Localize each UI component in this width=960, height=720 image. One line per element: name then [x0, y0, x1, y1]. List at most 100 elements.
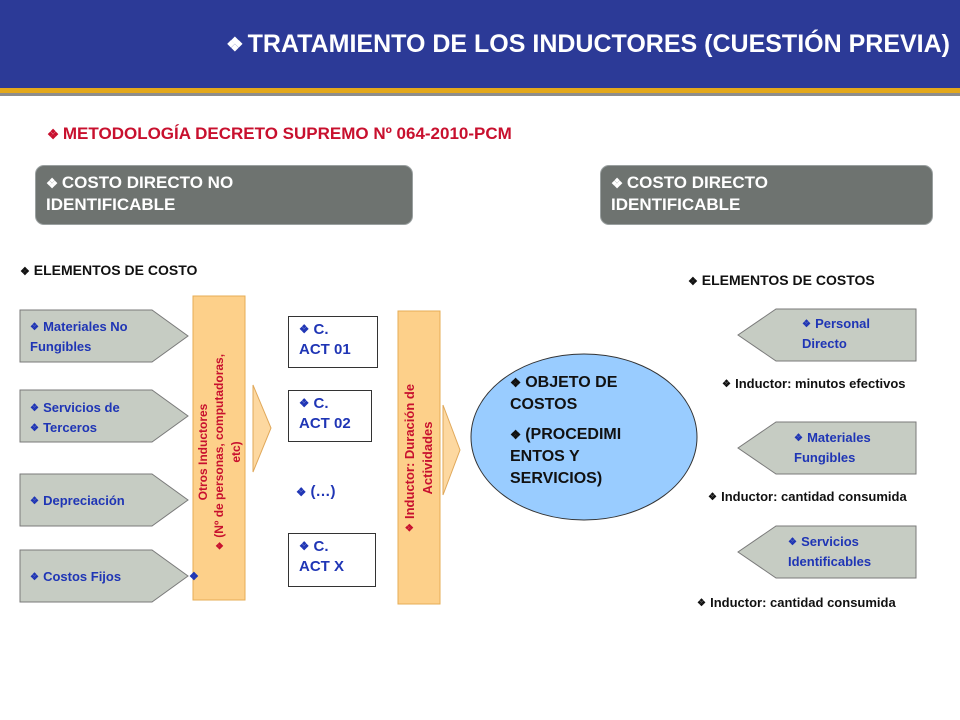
activity-2-line2: ACT 02: [299, 415, 351, 433]
activity-1-line2: ACT 01: [299, 341, 351, 359]
diamond-bullet-icon: ❖: [788, 537, 798, 549]
activity-act01-box: ❖C. ACT 01: [288, 316, 378, 368]
diamond-bullet-icon: ❖: [296, 486, 307, 500]
right-item-2-line1: Materiales: [807, 430, 871, 445]
cost-right-line2: IDENTIFICABLE: [611, 195, 741, 215]
diamond-bullet-icon: ❖: [299, 323, 310, 337]
inductor-minutos-efectivos: ❖Inductor: minutos efectivos: [722, 376, 906, 391]
diamond-bullet-icon: ❖: [802, 319, 812, 331]
diamond-bullet-icon: ❖: [708, 492, 718, 504]
right-item-personal-directo: ❖Personal Directo: [802, 314, 870, 353]
left-section-title-text: ELEMENTOS DE COSTO: [33, 262, 198, 278]
diamond-bullet-icon: ❖: [30, 423, 40, 435]
right-inductor-1: Inductor: minutos efectivos: [735, 376, 906, 391]
right-item-1-line2: Directo: [802, 336, 847, 352]
left-cost-shape-3: [19, 473, 189, 527]
otros-inductores-text: Otros Inductores ❖(Nº de personas, compu…: [195, 302, 243, 602]
diamond-bullet-icon: ❖: [20, 265, 30, 278]
diamond-bullet-icon: ❖: [299, 397, 310, 411]
objeto-line3: (PROCEDIMI: [525, 426, 622, 444]
left-item-costos-fijos: ❖Costos Fijos: [30, 567, 121, 587]
left-item-depreciacion: ❖Depreciación: [30, 491, 125, 511]
objeto-line1: OBJETO DE: [525, 374, 618, 392]
header-accent-stripe: [0, 88, 960, 93]
right-item-3-line1: Servicios: [801, 534, 859, 549]
inductor-cantidad-consumida-1: ❖Inductor: cantidad consumida: [708, 489, 907, 504]
right-cost-shape-2: [737, 421, 917, 475]
subtitle-text: METODOLOGÍA DECRETO SUPREMO Nº 064-2010-…: [62, 124, 512, 143]
inductor-duracion-line2: Actividades: [420, 421, 436, 495]
diamond-bullet-icon: ❖: [299, 540, 310, 554]
activity-actx-box: ❖C. ACT X: [288, 533, 376, 587]
left-item-servicios-terceros: ❖Servicios de ❖Terceros: [30, 398, 120, 438]
objeto-costos-text: ❖OBJETO DE COSTOS ❖(PROCEDIMI ENTOS Y SE…: [510, 372, 680, 490]
objeto-line4: ENTOS Y: [510, 448, 580, 466]
left-cost-shape-1: [19, 309, 189, 363]
diamond-bullet-icon: ❖: [30, 496, 40, 508]
flow-arrow-1: [252, 384, 272, 473]
flow-arrow-2: [442, 404, 461, 496]
right-inductor-2: Inductor: cantidad consumida: [721, 489, 907, 504]
inductor-cantidad-consumida-2: ❖Inductor: cantidad consumida: [697, 595, 896, 610]
right-cost-shape-1: [737, 308, 917, 362]
activity-3-line1: (…): [310, 483, 336, 500]
activity-ellipsis: ❖(…): [296, 483, 335, 500]
activity-4-line2: ACT X: [299, 558, 344, 576]
right-item-materiales-fungibles: ❖Materiales Fungibles: [794, 428, 871, 467]
otros-inductores-line2: (Nº de personas, computadoras,: [212, 353, 226, 538]
page-title-text: TRATAMIENTO DE LOS INDUCTORES (CUESTIÓN …: [247, 30, 950, 58]
cost-left-line2: IDENTIFICABLE: [46, 195, 176, 215]
diamond-bullet-icon: ❖: [722, 379, 732, 391]
left-item-1-line2: Fungibles: [30, 339, 92, 355]
right-inductor-3: Inductor: cantidad consumida: [710, 595, 896, 610]
otros-inductores-line1: Otros Inductores: [196, 403, 210, 501]
right-item-servicios-identificables: ❖Servicios Identificables: [788, 532, 871, 571]
cost-direct-non-identifiable-box: ❖COSTO DIRECTO NO IDENTIFICABLE: [35, 165, 413, 225]
otros-inductores-line3: etc): [228, 441, 243, 463]
diamond-bullet-icon: ❖: [189, 571, 199, 583]
diamond-bullet-icon: ❖: [697, 598, 707, 610]
otros-inductores-band: [192, 295, 246, 601]
inductor-duracion-band: [397, 310, 441, 605]
objeto-costos-ellipse: [470, 353, 698, 521]
left-item-4-line1: Costos Fijos: [43, 569, 122, 584]
objeto-line5: SERVICIOS): [510, 470, 603, 488]
inductor-duracion-line1: Inductor: Duración de: [402, 383, 417, 519]
cost-right-line1: COSTO DIRECTO: [626, 173, 768, 192]
activity-4-line1: C.: [313, 538, 329, 555]
right-item-1-line1: Personal: [815, 316, 870, 331]
left-cost-shape-4: [19, 549, 189, 603]
subtitle: ❖METODOLOGÍA DECRETO SUPREMO Nº 064-2010…: [47, 124, 512, 144]
diamond-bullet-icon: ❖: [30, 403, 40, 415]
inductor-duracion-text: ❖ Inductor: Duración de Actividades: [401, 313, 439, 603]
activity-act02-box: ❖C. ACT 02: [288, 390, 372, 442]
diamond-bullet-icon: ❖: [405, 523, 417, 533]
page-title: ❖TRATAMIENTO DE LOS INDUCTORES (CUESTIÓN…: [226, 30, 950, 59]
cost-direct-identifiable-box: ❖COSTO DIRECTO IDENTIFICABLE: [600, 165, 933, 225]
diamond-bullet-icon: ❖: [47, 126, 59, 142]
left-section-title: ❖ELEMENTOS DE COSTO: [20, 262, 197, 278]
activity-2-line1: C.: [313, 395, 329, 412]
right-section-title: ❖ELEMENTOS DE COSTOS: [688, 272, 875, 288]
right-item-3-line2: Identificables: [788, 554, 872, 570]
left-item-2-line1: Servicios de: [43, 400, 120, 415]
diamond-bullet-icon: ❖: [226, 34, 244, 57]
right-section-title-text: ELEMENTOS DE COSTOS: [701, 272, 875, 288]
left-item-3-line1: Depreciación: [43, 493, 125, 508]
activity-1-line1: C.: [313, 321, 329, 338]
header-bar: [0, 0, 960, 88]
left-item-2-line2: Terceros: [43, 420, 98, 436]
header-shadow-stripe: [0, 93, 960, 96]
diamond-bullet-icon: ❖: [30, 322, 40, 334]
diamond-bullet-icon: ❖: [510, 428, 522, 443]
right-item-2-line2: Fungibles: [794, 450, 856, 466]
diamond-bullet-icon: ❖: [794, 433, 804, 445]
diamond-bullet-icon: ❖: [611, 176, 623, 192]
right-cost-shape-3: [737, 525, 917, 579]
diamond-bullet-icon: ❖: [510, 376, 522, 390]
diamond-bullet-icon: ❖: [46, 176, 58, 192]
left-item-1-line1: Materiales No: [43, 319, 128, 334]
cost-left-line1: COSTO DIRECTO NO: [61, 173, 234, 192]
objeto-line2: COSTOS: [510, 396, 578, 414]
